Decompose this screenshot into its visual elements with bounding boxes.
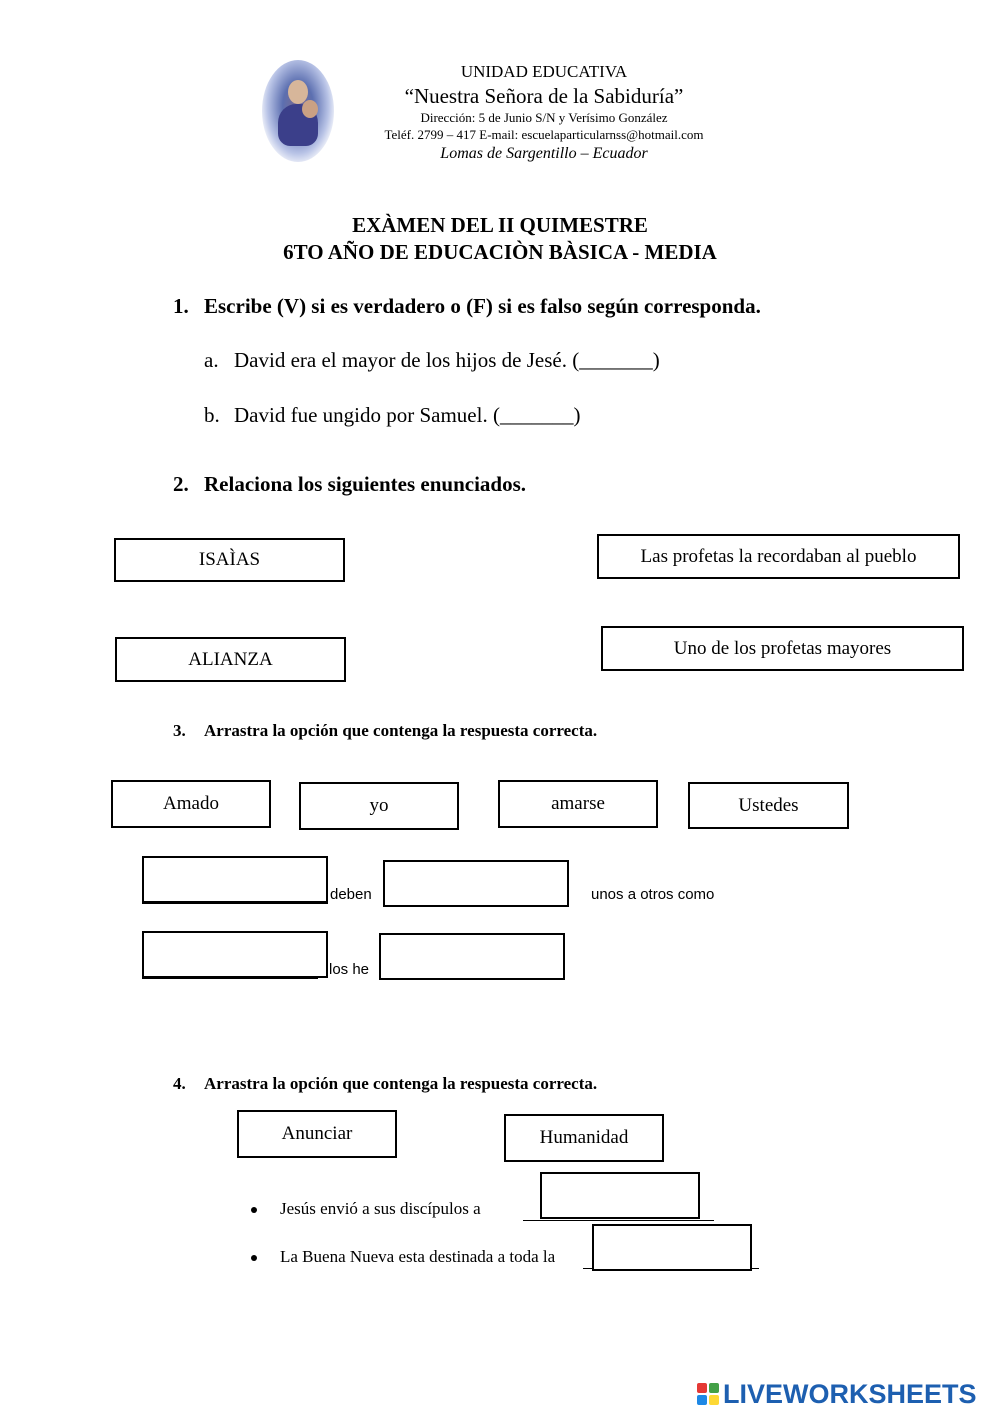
liveworksheets-icon [697, 1383, 719, 1405]
bullet-icon [251, 1255, 257, 1261]
q2-prompt: Relaciona los siguientes enunciados. [204, 472, 527, 496]
drop-target-5[interactable] [540, 1172, 700, 1219]
school-logo [262, 60, 334, 162]
option-yo[interactable]: yo [299, 782, 459, 830]
drop-target-1[interactable] [142, 856, 328, 903]
option-ustedes[interactable]: Ustedes [688, 782, 849, 829]
school-type: UNIDAD EDUCATIVA [460, 62, 628, 81]
option-anunciar[interactable]: Anunciar [237, 1110, 397, 1158]
q3-sentence1-part1: deben [330, 886, 372, 903]
q1-item-a-letter: a. [204, 348, 219, 372]
drop-target-3[interactable] [142, 931, 328, 978]
q4-bullet-1: Jesús envió a sus discípulos a [280, 1199, 481, 1218]
q1-item-a[interactable]: David era el mayor de los hijos de Jesé.… [234, 348, 660, 372]
option-amarse[interactable]: amarse [498, 780, 658, 828]
school-contact: Teléf. 2799 – 417 E-mail: escuelaparticu… [384, 127, 704, 142]
q4-prompt: Arrastra la opción que contenga la respu… [204, 1074, 598, 1093]
drop-target-6[interactable] [592, 1224, 752, 1271]
school-name: “Nuestra Señora de la Sabiduría” [404, 84, 684, 108]
school-address: Dirección: 5 de Junio S/N y Verísimo Gon… [420, 110, 668, 125]
exam-subtitle: 6TO AÑO DE EDUCACIÒN BÀSICA - MEDIA [283, 240, 717, 264]
q1-number: 1. [173, 294, 189, 318]
bullet-icon [251, 1207, 257, 1213]
q3-number: 3. [173, 721, 186, 740]
q4-bullet-2: La Buena Nueva esta destinada a toda la [280, 1247, 556, 1266]
drop-target-4[interactable] [379, 933, 565, 980]
q3-sentence1-part2: unos a otros como [591, 886, 715, 903]
q1-item-b[interactable]: David fue ungido por Samuel. (_______) [234, 403, 581, 427]
match-right-2[interactable]: Uno de los profetas mayores [601, 626, 964, 671]
option-humanidad[interactable]: Humanidad [504, 1114, 664, 1162]
drop-target-2[interactable] [383, 860, 569, 907]
match-left-alianza[interactable]: ALIANZA [115, 637, 346, 682]
q1-item-b-letter: b. [204, 403, 220, 427]
q2-number: 2. [173, 472, 189, 496]
school-location: Lomas de Sargentillo – Ecuador [440, 145, 648, 162]
exam-title: EXÀMEN DEL II QUIMESTRE [352, 213, 648, 237]
match-left-isaias[interactable]: ISAÌAS [114, 538, 345, 582]
q1-prompt: Escribe (V) si es verdadero o (F) si es … [204, 294, 761, 318]
liveworksheets-logo: LIVEWORKSHEETS [697, 1376, 997, 1412]
q4-number: 4. [173, 1074, 186, 1093]
match-right-1[interactable]: Las profetas la recordaban al pueblo [597, 534, 960, 579]
liveworksheets-text: LIVEWORKSHEETS [723, 1378, 977, 1409]
option-amado[interactable]: Amado [111, 780, 271, 828]
q3-prompt: Arrastra la opción que contenga la respu… [204, 721, 598, 740]
q3-sentence2-part1: los he [329, 961, 370, 978]
